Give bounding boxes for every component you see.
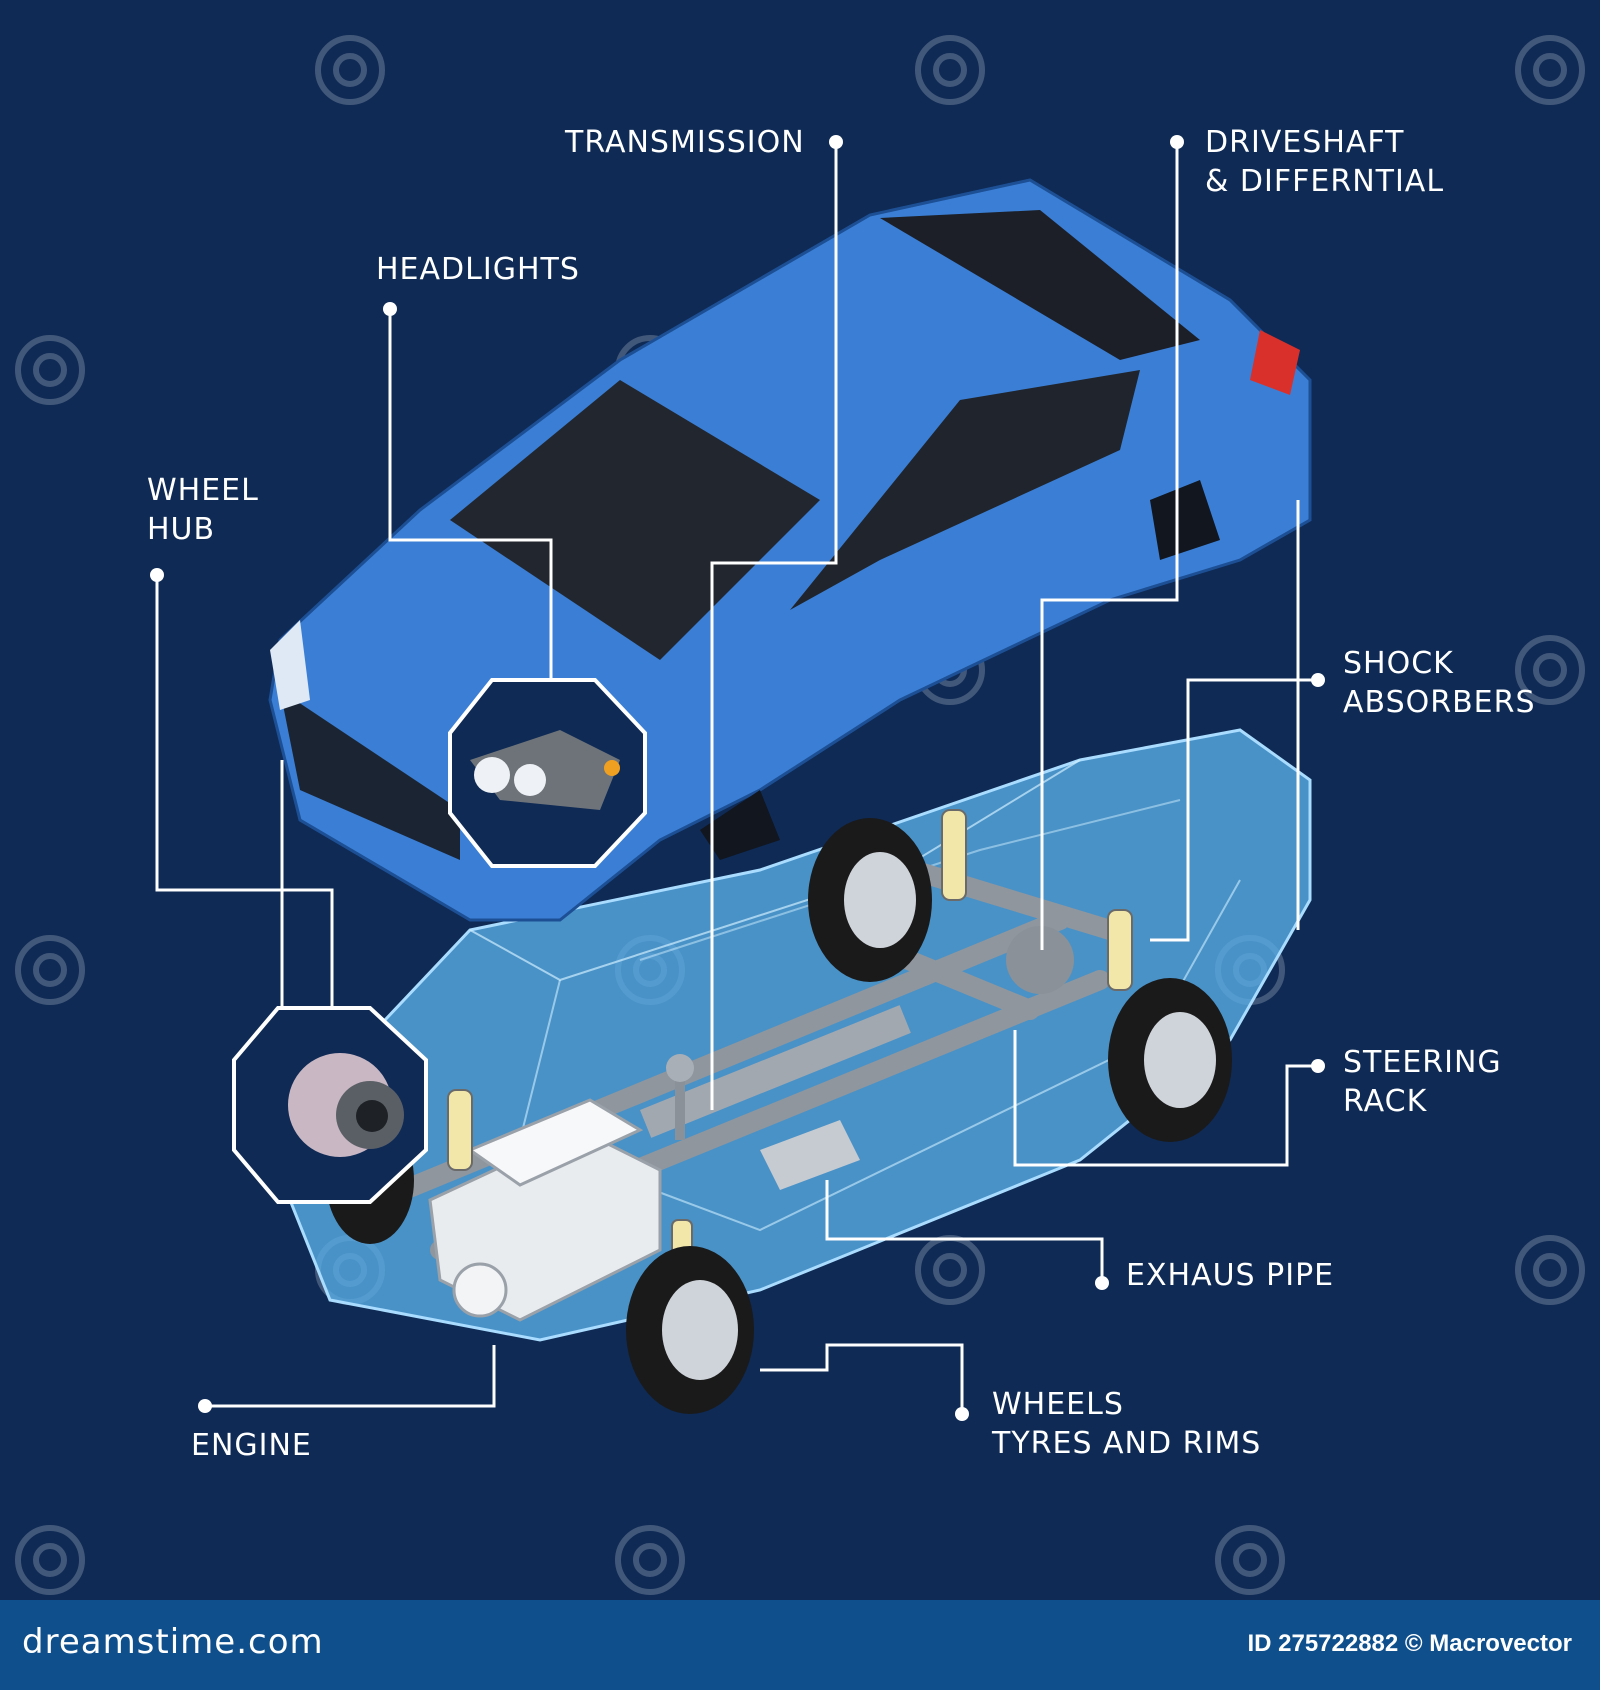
wheel-front-right (626, 1246, 754, 1414)
leader-shock (1150, 678, 1318, 942)
engine-block (428, 1098, 662, 1322)
leader-engine (205, 1345, 496, 1408)
footer-brand-logo[interactable]: dreamstime.com (22, 1622, 324, 1662)
leader-steering (1013, 1030, 1318, 1167)
leader-transmission (710, 142, 838, 1110)
label-exhaust-pipe: EXHAUS PIPE (1126, 1258, 1335, 1293)
footer-image-id: ID 275722882 © Macrovector (1247, 1630, 1572, 1657)
label-driveshaft-differential: DRIVESHAFT & DIFFERNTIAL (1205, 123, 1444, 201)
label-wheel-hub: WHEEL HUB (147, 471, 259, 549)
leader-driveshaft (1040, 142, 1179, 950)
label-shock-line2: ABSORBERS (1343, 685, 1536, 720)
label-driveshaft-line1: DRIVESHAFT (1205, 125, 1405, 160)
label-shock-absorbers: SHOCK ABSORBERS (1343, 644, 1536, 722)
leader-exhaust (825, 1180, 1104, 1283)
drivetrain (639, 926, 1074, 1190)
label-wheel-hub-line2: HUB (147, 512, 216, 547)
label-headlights: HEADLIGHTS (376, 252, 580, 287)
label-steering-rack: STEERING RACK (1343, 1043, 1502, 1121)
leader-wheel-hub (155, 575, 334, 1008)
leader-endpoints (150, 135, 1325, 1421)
label-wheel-hub-line1: WHEEL (147, 473, 259, 508)
leader-headlights (388, 309, 553, 680)
leader-lines (155, 142, 1318, 1414)
label-engine: ENGINE (191, 1428, 312, 1463)
wheel-rear-right (1108, 978, 1232, 1142)
label-shock-line1: SHOCK (1343, 646, 1454, 681)
label-steering-line2: RACK (1343, 1084, 1428, 1119)
wheel-hub-callout (232, 1006, 428, 1204)
wheel-rear-left (808, 818, 932, 982)
label-driveshaft-line2: & DIFFERNTIAL (1205, 164, 1445, 199)
label-steering-line1: STEERING (1343, 1045, 1502, 1080)
label-wheels-line1: WHEELS (992, 1387, 1124, 1422)
shock-springs (447, 809, 1133, 1271)
footer-bar: dreamstime.com ID 275722882 © Macrovecto… (0, 1600, 1600, 1690)
leader-wheels (760, 1343, 964, 1414)
label-wheels-tyres-rims: WHEELS TYRES AND RIMS (992, 1385, 1261, 1463)
headlight-callout (448, 678, 647, 868)
wheels (326, 818, 1232, 1414)
label-transmission: TRANSMISSION (565, 125, 805, 160)
label-wheels-line2: TYRES AND RIMS (992, 1426, 1262, 1461)
